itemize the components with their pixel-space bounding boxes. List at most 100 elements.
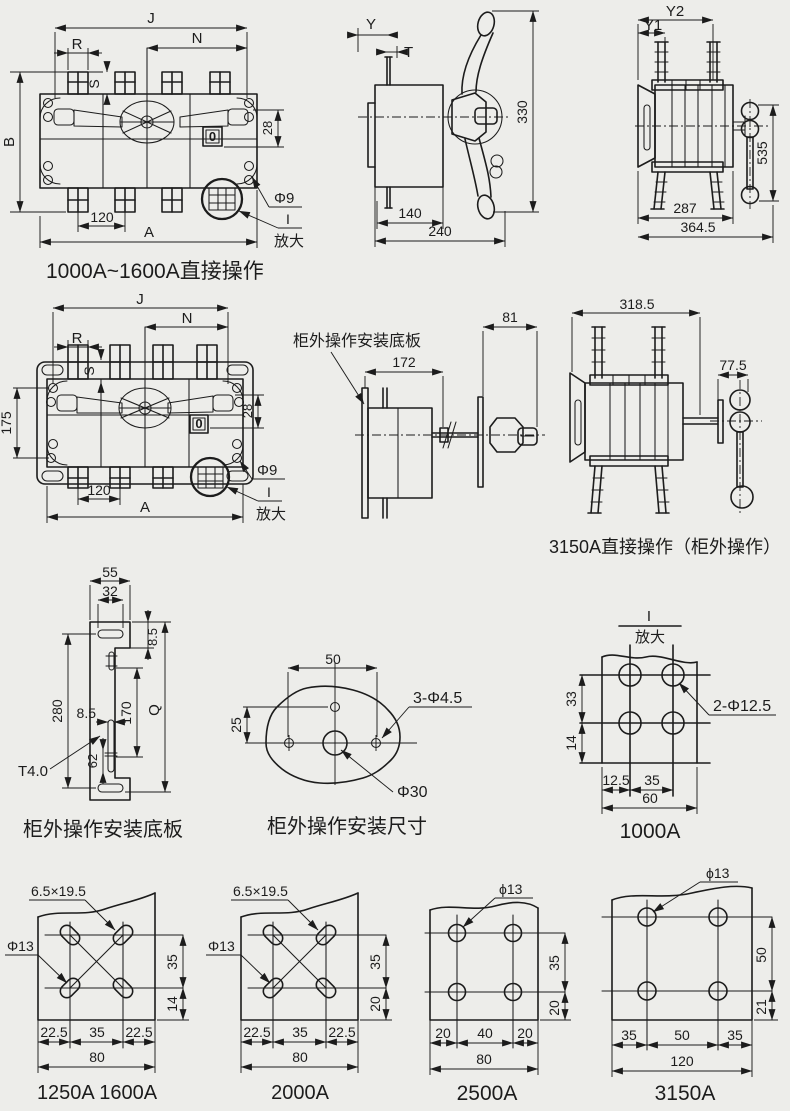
dim-330: 330 (514, 100, 530, 124)
plate-callout-label: 柜外操作安装底板 (293, 332, 421, 350)
dim-b3: 22.5 (125, 1024, 152, 1040)
mount-dims-dimensions: 50 25 3-Φ4.5 Φ30 (228, 651, 472, 801)
dim-b2: 35 (89, 1024, 105, 1040)
dim-12-5: 12.5 (602, 772, 629, 788)
dim-v2: 20 (546, 1000, 562, 1016)
front-view-3150a-drawing: 0 J N R S 175 28 120 A Φ9 I (0, 291, 286, 523)
handle-position-label: 0 (209, 129, 216, 144)
label-phi13: Φ13 (7, 938, 34, 954)
dim-b1: 20 (435, 1025, 451, 1041)
dim-120: 120 (87, 482, 111, 498)
caption-1250a-1600a: 1250A 1600A (37, 1082, 158, 1104)
label-slot-size: 6.5×19.5 (31, 883, 86, 899)
dim-32: 32 (102, 583, 118, 599)
caption-mount-dims: 柜外操作安装尺寸 (267, 815, 427, 838)
dim-r: R (72, 36, 83, 53)
plate-profile-drawing: 55 32 8.5 170 Q 280 8.5 62 T4.0 柜外操作安装底板 (18, 564, 183, 841)
dim-w: 80 (89, 1049, 105, 1065)
label-t4: T4.0 (18, 763, 48, 780)
dim-50: 50 (325, 651, 341, 667)
pad-2000-part (240, 892, 387, 1049)
pad-1250-part (37, 892, 184, 1049)
label-phi13: Φ13 (208, 938, 235, 954)
detail-enlarge-label: 放大 (256, 506, 286, 523)
detail-1000a-drawing: I 放大 2-Φ12.5 33 14 12.5 35 60 1000A (563, 608, 776, 843)
top-view-1000a-dimensions: Y2 Y1 535 287 364.5 (637, 3, 779, 243)
dim-240: 240 (428, 223, 452, 239)
dim-n: N (182, 310, 193, 327)
dim-v1: 35 (164, 954, 180, 970)
caption-3150a-direct: 3150A直接操作（柜外操作） (549, 537, 781, 557)
detail-1000a-header: I 放大 (618, 608, 682, 646)
dim-77-5: 77.5 (719, 357, 746, 373)
top-view-1000a-drawing: Y2 Y1 535 287 364.5 (635, 3, 779, 243)
caption-2500a: 2500A (457, 1082, 518, 1105)
dim-w: 80 (476, 1051, 492, 1067)
plate-profile-dimensions: 55 32 8.5 170 Q 280 8.5 62 T4.0 (18, 564, 171, 793)
side-view-1000a-dimensions: Y T 330 140 240 (347, 10, 539, 247)
dim-v1: 35 (546, 955, 562, 971)
dim-60: 60 (642, 790, 658, 806)
dim-v2: 14 (164, 996, 180, 1012)
dim-w: 120 (670, 1053, 694, 1069)
dim-v1: 50 (753, 947, 769, 963)
detail-circle (200, 177, 244, 221)
caption-1000a: 1000A (620, 820, 681, 843)
dim-170: 170 (118, 701, 134, 725)
dim-a: A (144, 224, 154, 241)
dim-28: 28 (240, 404, 255, 418)
dim-b3: 20 (517, 1025, 533, 1041)
dim-55: 55 (102, 564, 118, 580)
pad-2500-drawing: ϕ13 35 20 20 40 20 80 2500A (424, 881, 571, 1105)
detail-enlarge-label: 放大 (274, 233, 304, 250)
dim-a: A (140, 499, 150, 516)
front-view-3150a-part: 0 (36, 326, 254, 498)
dim-62: 62 (85, 754, 100, 768)
dim-y1: Y1 (644, 17, 662, 34)
plate-profile-part (89, 621, 131, 801)
dim-35: 35 (644, 772, 660, 788)
dim-172: 172 (392, 354, 416, 370)
pad-2000-drawing: 6.5×19.5 Φ13 35 20 22.5 35 22.5 80 2000A (206, 883, 392, 1104)
dim-25: 25 (228, 717, 244, 733)
dim-b: B (1, 137, 18, 147)
dim-b2: 35 (292, 1024, 308, 1040)
dim-b1: 22.5 (243, 1024, 270, 1040)
top-view-3150a-dimensions: 318.5 77.5 (571, 296, 749, 415)
label-slot-size: 6.5×19.5 (233, 883, 288, 899)
label-3-phi4-5: 3-Φ4.5 (413, 690, 462, 707)
dim-s: S (81, 366, 97, 375)
pad-1250-dimensions: 6.5×19.5 Φ13 35 14 22.5 35 22.5 80 (5, 883, 189, 1073)
label-phi13: ϕ13 (706, 865, 730, 881)
dim-364-5: 364.5 (680, 219, 715, 235)
handle-position-label: 0 (195, 416, 202, 431)
pad-3150-dimensions: ϕ13 50 21 35 50 35 120 (611, 865, 778, 1077)
caption-3150a: 3150A (655, 1082, 716, 1105)
pad-2500-part (424, 901, 566, 1049)
pad-3150-drawing: ϕ13 50 21 35 50 35 120 3150A (601, 865, 778, 1105)
side-view-1000a-part (358, 11, 510, 220)
dim-535: 535 (754, 141, 770, 165)
side-view-3150a-drawing: 柜外操作安装底板 172 81 (293, 309, 545, 519)
top-view-3150a-part (569, 326, 762, 514)
dim-8-5-top: 8.5 (145, 628, 160, 646)
pad-3150-part (601, 885, 773, 1051)
dim-j: J (136, 291, 144, 308)
detail-header-i: I (647, 608, 651, 625)
detail-1000a-dimensions: 2-Φ12.5 33 14 12.5 35 60 (563, 674, 776, 814)
top-view-1000a-part (635, 41, 770, 210)
detail-header-enlarge: 放大 (635, 629, 665, 646)
dim-y: Y (366, 16, 376, 33)
front-view-1000a-dimensions: J N R S B 28 120 A Φ9 I 放大 (1, 10, 304, 250)
dim-b1: 22.5 (40, 1024, 67, 1040)
label-phi13: ϕ13 (499, 881, 523, 897)
dim-318-5: 318.5 (619, 296, 654, 312)
front-view-1000a-drawing: 0 J N R S B 28 120 A Φ9 I (1, 10, 304, 283)
front-view-1000a-part: 0 (39, 47, 258, 221)
dim-175: 175 (0, 411, 14, 435)
dim-v2: 20 (367, 996, 383, 1012)
dim-v1: 35 (367, 954, 383, 970)
dim-28: 28 (260, 121, 275, 135)
dim-q: Q (146, 704, 163, 716)
